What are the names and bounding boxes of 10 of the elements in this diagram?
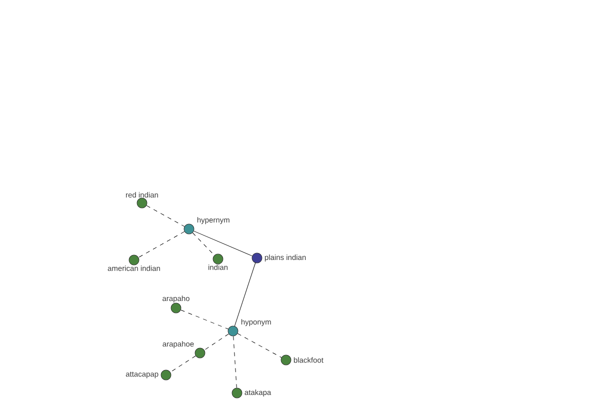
dashed-line (170, 356, 196, 372)
line (194, 230, 252, 256)
dashed-line (146, 205, 185, 227)
dashed-line (204, 334, 229, 350)
dashed-line (138, 231, 185, 258)
dashed-line (192, 232, 215, 256)
dashed-line (180, 310, 228, 330)
line (234, 262, 256, 326)
dashed-line (237, 333, 282, 358)
dashed-line (233, 336, 237, 388)
